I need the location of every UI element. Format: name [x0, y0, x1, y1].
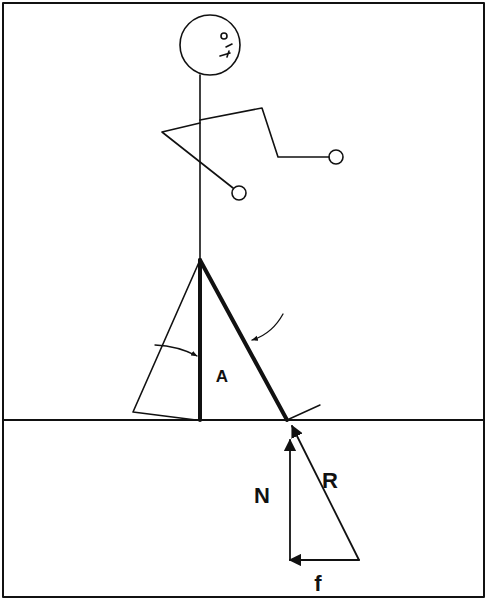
front-leg	[200, 260, 287, 420]
ground-line	[3, 419, 484, 421]
angle-label: A	[216, 368, 228, 385]
force-label: R	[322, 470, 338, 492]
force-label: N	[254, 485, 270, 507]
vertical-reference	[198, 260, 202, 420]
resultant-vector	[292, 426, 359, 560]
toe-tick	[287, 405, 320, 420]
friction-vector	[290, 559, 359, 561]
back-leg	[133, 260, 200, 420]
right-arm	[200, 108, 329, 157]
angle-arrow	[155, 345, 197, 356]
left-arm	[162, 123, 233, 188]
torso	[199, 75, 201, 260]
normal-vector	[289, 440, 291, 560]
right-hand	[329, 150, 343, 164]
eye	[221, 33, 227, 39]
angle-arrow	[252, 314, 283, 340]
force-label: f	[314, 573, 321, 595]
head	[180, 15, 240, 75]
face	[220, 44, 232, 57]
frame	[3, 3, 484, 597]
left-hand	[232, 186, 246, 200]
